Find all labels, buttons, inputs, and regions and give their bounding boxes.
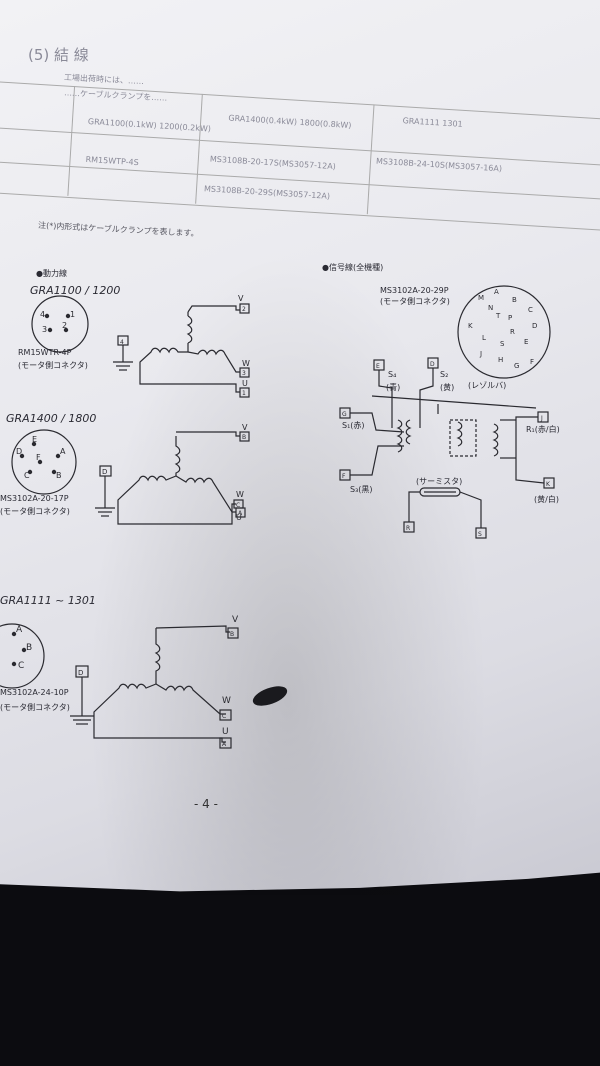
svg-text:C: C <box>236 502 240 509</box>
svg-text:H: H <box>498 356 503 364</box>
d3-connector-note: (モータ側コネクタ) <box>0 703 70 712</box>
svg-text:V: V <box>242 423 248 432</box>
section-title: (5) 結 線 <box>28 46 89 64</box>
svg-text:M: M <box>478 294 484 302</box>
svg-text:C: C <box>18 661 24 671</box>
label-thermistor: (サーミスタ) <box>416 477 463 486</box>
svg-text:B: B <box>230 631 234 638</box>
signal-header: ●信号線(全機種) <box>322 263 384 272</box>
svg-text:D: D <box>78 669 83 677</box>
svg-text:C: C <box>528 306 533 314</box>
label-s2-color: (黄) <box>440 383 455 392</box>
svg-text:E: E <box>32 435 37 444</box>
power-header: ●動力線 <box>36 269 67 278</box>
svg-text:U: U <box>242 379 248 388</box>
svg-text:3: 3 <box>242 370 246 377</box>
svg-text:D: D <box>16 447 22 456</box>
svg-text:A: A <box>494 288 499 296</box>
signal-connector-note: (モータ側コネクタ) <box>380 297 450 306</box>
d1-connector-note: (モータ側コネクタ) <box>18 361 88 370</box>
svg-text:V: V <box>232 615 239 625</box>
svg-text:3: 3 <box>42 325 47 334</box>
svg-text:W: W <box>242 359 250 368</box>
svg-text:U: U <box>222 727 229 737</box>
svg-text:F: F <box>342 473 346 480</box>
svg-text:G: G <box>514 362 519 370</box>
svg-text:J: J <box>479 350 482 358</box>
label-r1: R₁(赤/白) <box>526 425 560 434</box>
svg-text:P: P <box>508 314 512 322</box>
d2-model: GRA1400 / 1800 <box>6 412 97 425</box>
d3-model: GRA1111 ~ 1301 <box>0 594 96 607</box>
page-number: - 4 - <box>194 797 218 811</box>
svg-text:S: S <box>500 340 505 348</box>
svg-text:B: B <box>512 296 517 304</box>
svg-text:V: V <box>238 294 244 303</box>
svg-text:T: T <box>495 312 501 320</box>
svg-text:L: L <box>482 334 486 342</box>
svg-text:C: C <box>24 471 30 480</box>
label-resolver: (レゾルバ) <box>468 381 507 390</box>
svg-text:N: N <box>488 304 493 312</box>
svg-text:F: F <box>36 453 41 462</box>
svg-text:J: J <box>540 415 543 422</box>
svg-text:A: A <box>222 741 227 748</box>
svg-text:1: 1 <box>70 310 75 319</box>
svg-text:2: 2 <box>242 306 246 313</box>
label-s4: S₄ <box>388 370 397 379</box>
signal-connector: MS3102A-20-29P <box>380 286 449 295</box>
d2-connector-icon <box>11 429 77 495</box>
svg-text:W: W <box>222 696 231 706</box>
svg-text:D: D <box>532 322 537 330</box>
svg-text:R: R <box>406 525 410 532</box>
svg-text:D: D <box>430 361 435 368</box>
svg-text:B: B <box>242 434 246 441</box>
svg-text:U: U <box>236 513 242 522</box>
paper-tear <box>252 686 288 706</box>
label-s2: S₂ <box>440 370 449 379</box>
d1-model: GRA1100 / 1200 <box>30 284 121 297</box>
label-s4-color: (青) <box>386 383 401 392</box>
svg-text:S: S <box>478 531 482 538</box>
svg-text:A: A <box>238 510 243 517</box>
svg-text:1: 1 <box>242 390 246 397</box>
svg-text:C: C <box>222 713 226 720</box>
svg-text:E: E <box>524 338 528 346</box>
svg-text:A: A <box>16 625 23 635</box>
label-r2: (黄/白) <box>534 495 559 504</box>
manual-page <box>0 0 600 892</box>
d2-connector-note: (モータ側コネクタ) <box>0 507 70 516</box>
signal-connector-icon <box>457 285 551 379</box>
svg-text:4: 4 <box>40 310 45 319</box>
d1-connector-icon <box>31 295 89 353</box>
svg-text:A: A <box>60 447 66 456</box>
svg-text:G: G <box>342 411 347 418</box>
d1-connector: RM15WTR-4P <box>18 348 72 357</box>
svg-text:B: B <box>56 471 62 480</box>
svg-text:F: F <box>530 358 534 366</box>
d3-connector: MS3102A-24-10P <box>0 688 69 697</box>
svg-text:E: E <box>376 363 380 370</box>
d2-connector: MS3102A-20-17P <box>0 494 69 503</box>
d3-connector-icon <box>0 623 45 689</box>
svg-text:K: K <box>468 322 473 330</box>
svg-text:4: 4 <box>120 339 124 346</box>
svg-text:D: D <box>102 468 107 476</box>
svg-text:B: B <box>26 643 32 653</box>
svg-text:W: W <box>236 490 244 499</box>
label-s3: S₃(黒) <box>350 485 373 494</box>
label-s1: S₁(赤) <box>342 421 365 430</box>
svg-text:R: R <box>510 328 515 336</box>
svg-text:K: K <box>546 481 551 488</box>
svg-text:2: 2 <box>62 321 67 330</box>
